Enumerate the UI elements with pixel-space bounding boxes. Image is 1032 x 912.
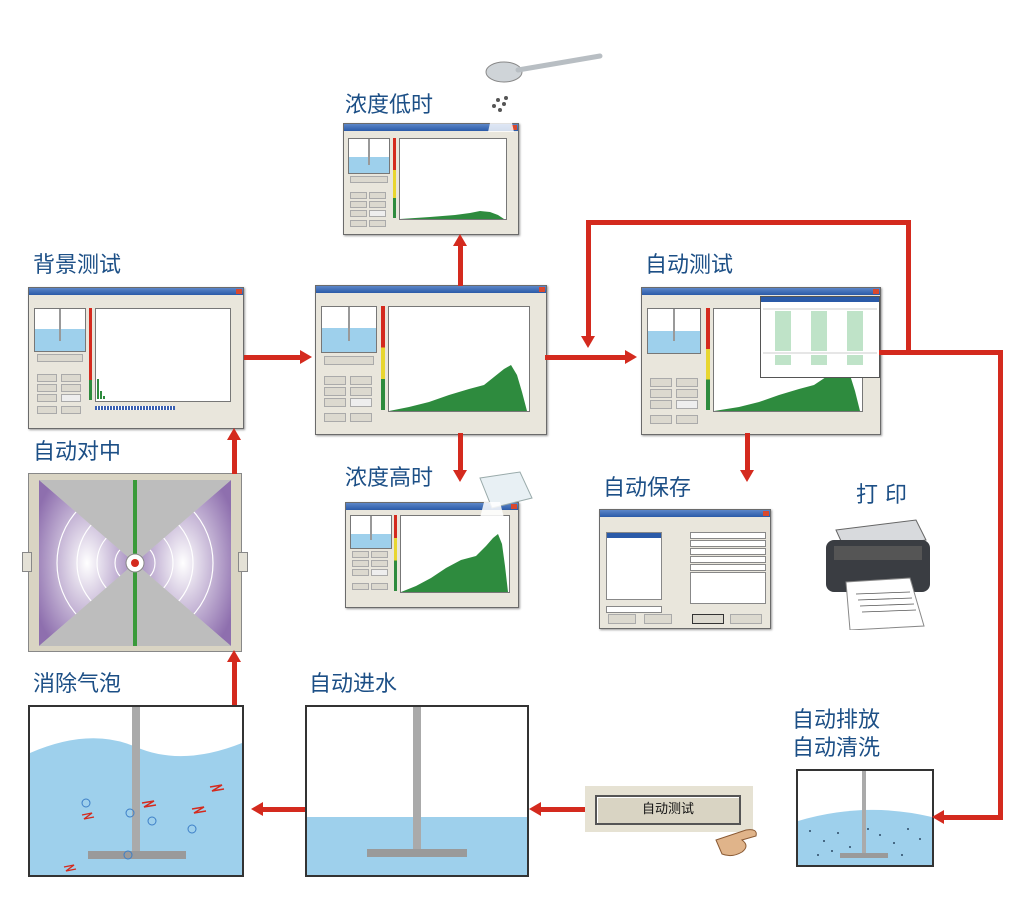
arrow-main-to-auto <box>545 355 627 360</box>
arrow-to-drain <box>942 815 1003 820</box>
label-background-test: 背景测试 <box>33 253 122 278</box>
label-remove-bubbles: 消除气泡 <box>33 672 122 697</box>
label-high-concentration: 浓度高时 <box>345 466 434 491</box>
arrow-loop-right <box>906 220 911 354</box>
window-background-test <box>28 287 244 429</box>
centering-slider-right[interactable] <box>238 552 248 572</box>
arrow-water-to-bubbles <box>262 807 305 812</box>
arrow-button-to-water <box>540 807 585 812</box>
arrow-loop-top <box>586 220 910 225</box>
tank-remove-bubbles <box>28 705 244 877</box>
label-auto-water-in: 自动进水 <box>309 672 398 697</box>
auto-centering-panel <box>28 473 242 652</box>
arrow-auto-to-right <box>879 350 1003 355</box>
arrow-bubbles-to-centering <box>232 660 237 705</box>
centering-slider-left[interactable] <box>22 552 32 572</box>
label-auto-clean: 自动清洗 <box>792 736 881 761</box>
window-main-test <box>315 285 547 435</box>
label-low-concentration: 浓度低时 <box>345 93 434 118</box>
label-auto-drain: 自动排放 <box>792 708 881 733</box>
arrow-bg-to-main <box>244 355 302 360</box>
arrow-loop-left <box>586 222 591 340</box>
beaker-icon <box>479 471 533 518</box>
arrow-main-to-high <box>458 433 463 473</box>
label-auto-test: 自动测试 <box>645 253 734 278</box>
window-low-concentration <box>343 123 519 235</box>
printer-icon <box>826 519 930 630</box>
label-print: 打 印 <box>856 483 907 508</box>
window-high-concentration <box>345 502 519 608</box>
spoon-icon <box>485 53 603 132</box>
hand-pointer-icon <box>715 829 757 857</box>
result-table-popup <box>760 296 880 378</box>
label-auto-centering: 自动对中 <box>33 440 122 465</box>
auto-test-button[interactable]: 自动测试 <box>595 795 741 825</box>
label-auto-save: 自动保存 <box>603 476 692 501</box>
arrow-main-to-low <box>458 244 463 286</box>
arrow-centering-to-bg <box>232 438 237 474</box>
arrow-auto-to-save <box>745 433 750 473</box>
arrow-right-column <box>998 350 1003 820</box>
tank-auto-drain-clean <box>796 769 934 867</box>
tank-auto-water-in <box>305 705 529 877</box>
window-auto-save <box>599 509 771 629</box>
auto-test-button-panel: 自动测试 <box>585 786 753 832</box>
window-auto-test <box>641 287 881 435</box>
